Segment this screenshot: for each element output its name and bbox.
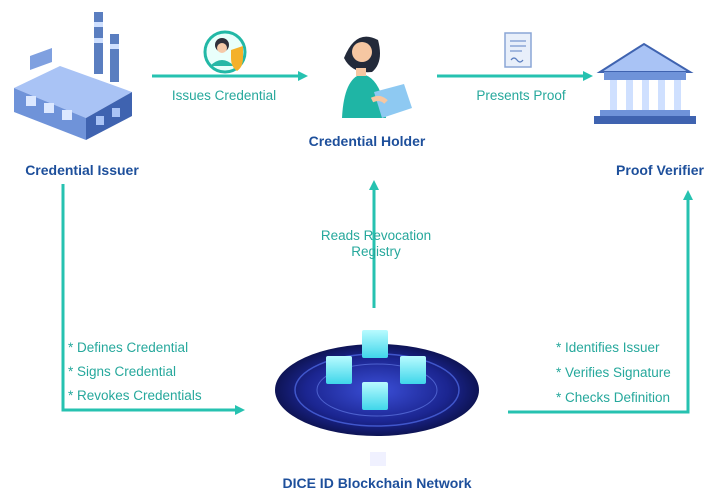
verifier-step-3: * Checks Definition — [556, 390, 670, 405]
verifier-step-2: * Verifies Signature — [556, 365, 671, 380]
blockchain-network-icon — [275, 330, 479, 466]
holder-title: Credential Holder — [309, 133, 426, 149]
factory-icon — [14, 12, 132, 140]
issuer-step-1: * Defines Credential — [68, 340, 188, 355]
arrows — [61, 71, 693, 415]
bank-building-icon — [594, 42, 696, 124]
issues-credential-label: Issues Credential — [172, 88, 276, 103]
network-title: DICE ID Blockchain Network — [282, 475, 471, 491]
arrow-issuer-to-network — [61, 184, 245, 415]
reads-registry-label-line1: Reads Revocation — [321, 228, 431, 243]
presents-proof-label: Presents Proof — [476, 88, 566, 103]
verifier-title: Proof Verifier — [616, 162, 704, 178]
issuer-step-2: * Signs Credential — [68, 364, 176, 379]
woman-holder-icon — [342, 36, 412, 118]
reads-registry-label-line2: Registry — [351, 244, 401, 259]
document-icon — [504, 32, 532, 68]
issuer-title: Credential Issuer — [25, 162, 139, 178]
verifier-step-1: * Identifies Issuer — [556, 340, 660, 355]
issuer-step-3: * Revokes Credentials — [68, 388, 202, 403]
credential-badge-icon — [203, 30, 247, 74]
arrow-network-to-verifier — [508, 190, 693, 414]
